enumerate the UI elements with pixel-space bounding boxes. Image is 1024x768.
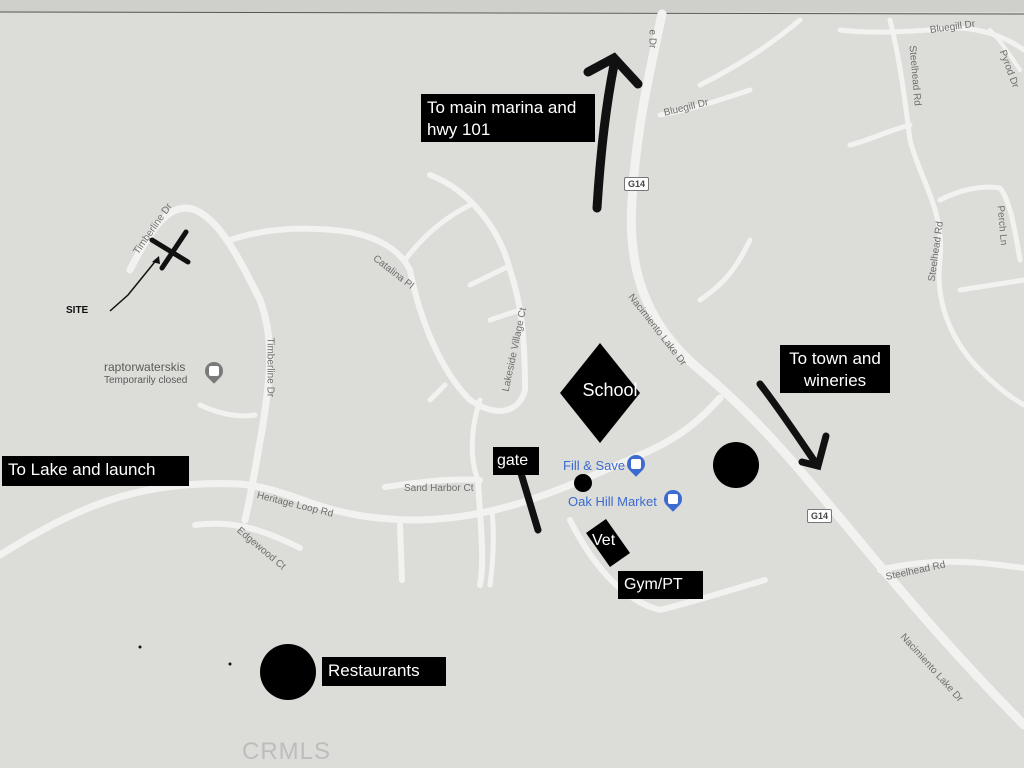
annotation-gym: Gym/PT (618, 571, 703, 599)
annotation-gate: gate (493, 447, 539, 475)
dot-east (713, 442, 759, 488)
edgewood-ct-road (192, 520, 303, 551)
poi-raptorwaterskis[interactable]: raptorwaterskis Temporarily closed (104, 360, 187, 388)
road-network (0, 9, 1024, 730)
east-spur-2 (957, 277, 1024, 293)
annotation-restaurants: Restaurants (322, 657, 446, 686)
site-x-mark (149, 229, 191, 271)
screen-edge (0, 11, 1024, 15)
town-arrow (756, 380, 830, 471)
lakeside-village-ct-road (427, 172, 528, 393)
poi-oak-hill-market[interactable]: Oak Hill Market (568, 494, 657, 509)
south-spur-2 (475, 477, 486, 588)
nacimiento-lake-dr-road (626, 9, 1024, 730)
gate-line (516, 466, 542, 534)
annotation-site: SITE (66, 305, 89, 316)
annotation-to-lake: To Lake and launch (2, 456, 189, 486)
marina-arrow (583, 52, 643, 213)
annotation-vet: Vet (592, 532, 616, 549)
annotation-to-marina: To main marina and hwy 101 (421, 94, 595, 142)
lakeside-connector (469, 397, 483, 483)
road-label-timberline-2: Timberline Dr (264, 337, 276, 398)
vet-box (586, 519, 630, 567)
road-label-nacimiento-top: e Dr (646, 29, 658, 49)
spur-road-3 (427, 382, 448, 403)
poi-fill-save[interactable]: Fill & Save (563, 458, 626, 473)
annotation-school: School (582, 380, 638, 400)
poi-raptorwaterskis-name: raptorwaterskis (104, 360, 186, 374)
bluegill-dr-road-3 (837, 25, 1024, 53)
south-spur-3 (487, 507, 496, 588)
school-diamond (560, 343, 640, 443)
catalina-pl-road-a (227, 225, 413, 273)
catalina-pl-road-b (407, 267, 528, 414)
screen-bezel-top (0, 0, 1024, 12)
spur-road-2 (487, 307, 523, 323)
route-shield-g14-1: G14 (624, 177, 650, 191)
south-spur-1 (397, 522, 405, 583)
site-leader-arrowhead (152, 256, 160, 264)
poi-raptorwaterskis-status: Temporarily closed (104, 375, 188, 386)
bluegill-dr-road-1 (697, 17, 803, 88)
steelhead-rd-road-1 (887, 17, 1024, 408)
steelhead-rd-road-2 (877, 558, 1024, 573)
dot-gate (574, 474, 592, 492)
connector-road (402, 202, 473, 263)
dot-restaurants (260, 644, 316, 700)
sw-spur-road (197, 402, 258, 419)
road-label-sand-harbor: Sand Harbor Ct (404, 483, 474, 494)
pyrod-dr-road (988, 28, 1022, 72)
east-spur-1 (847, 122, 913, 148)
sand-harbor-ct-road (382, 476, 483, 490)
market-loop-road (567, 517, 768, 613)
site-leader-line (109, 257, 159, 312)
timberline-dr-road (126, 204, 274, 524)
annotation-to-town: To town and wineries (780, 345, 890, 393)
spur-road-1 (467, 265, 508, 288)
perch-ln-road (937, 184, 1023, 263)
heritage-loop-rd-road (0, 394, 724, 559)
east-spur-3 (697, 237, 753, 303)
watermark: CRMLS (242, 738, 332, 765)
bluegill-dr-road-2 (657, 87, 753, 118)
route-shield-g14-2: G14 (807, 509, 833, 523)
